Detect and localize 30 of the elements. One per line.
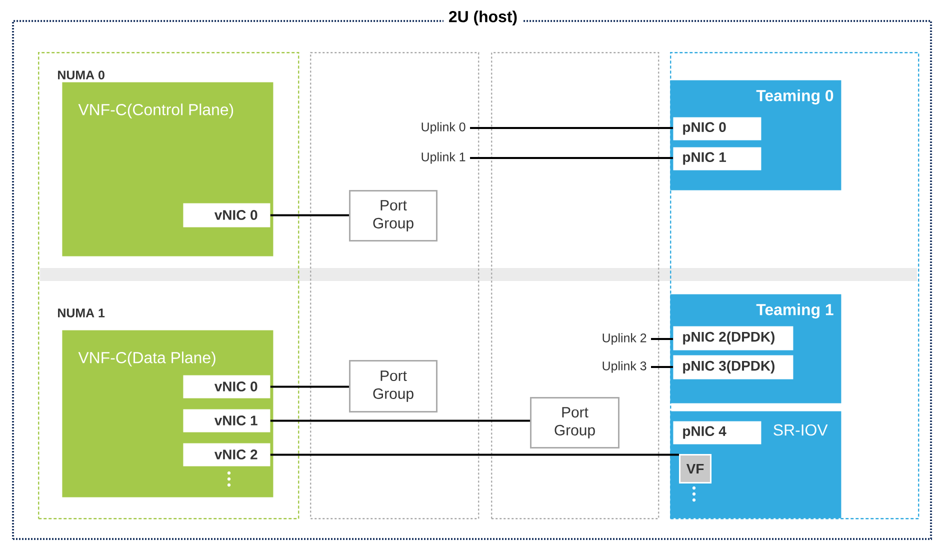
- section-heading: NUMA 1: [58, 308, 105, 318]
- nic-port-box: pNIC 2(DPDK): [673, 326, 794, 350]
- connector-line: [470, 157, 673, 159]
- uplink-label: Uplink 1: [422, 152, 466, 164]
- uplink-label: Uplink 3: [602, 361, 646, 373]
- section-heading: NUMA 0: [58, 70, 104, 80]
- connector-line: [270, 386, 349, 388]
- switch-zone: [310, 52, 480, 520]
- connector-line: [270, 420, 530, 422]
- nic-port-box: pNIC 0: [673, 117, 762, 140]
- nic-port-box: pNIC 1: [673, 147, 762, 170]
- nic-port-box: pNIC 4: [673, 421, 762, 444]
- connector-line: [651, 338, 673, 340]
- connector-line: [470, 127, 673, 129]
- port-group-box: Port Group: [349, 360, 438, 412]
- numa-zone: [38, 52, 300, 520]
- uplink-label: Uplink 0: [422, 122, 466, 134]
- nic-port-box: vNIC 0: [183, 203, 270, 228]
- nic-port-box: pNIC 3(DPDK): [673, 355, 794, 380]
- nic-port-box: vNIC 1: [183, 409, 270, 432]
- connector-line: [270, 214, 349, 216]
- uplink-label: Uplink 2: [602, 333, 646, 345]
- port-group-box: Port Group: [530, 397, 620, 448]
- switch-zone: [491, 52, 660, 520]
- port-group-box: Port Group: [349, 190, 438, 242]
- nic-port-box: vNIC 2: [183, 443, 270, 466]
- connector-line: [651, 366, 673, 368]
- vf-box: VF: [679, 454, 712, 484]
- connector-line: [270, 454, 679, 456]
- nic-port-box: vNIC 0: [183, 375, 270, 398]
